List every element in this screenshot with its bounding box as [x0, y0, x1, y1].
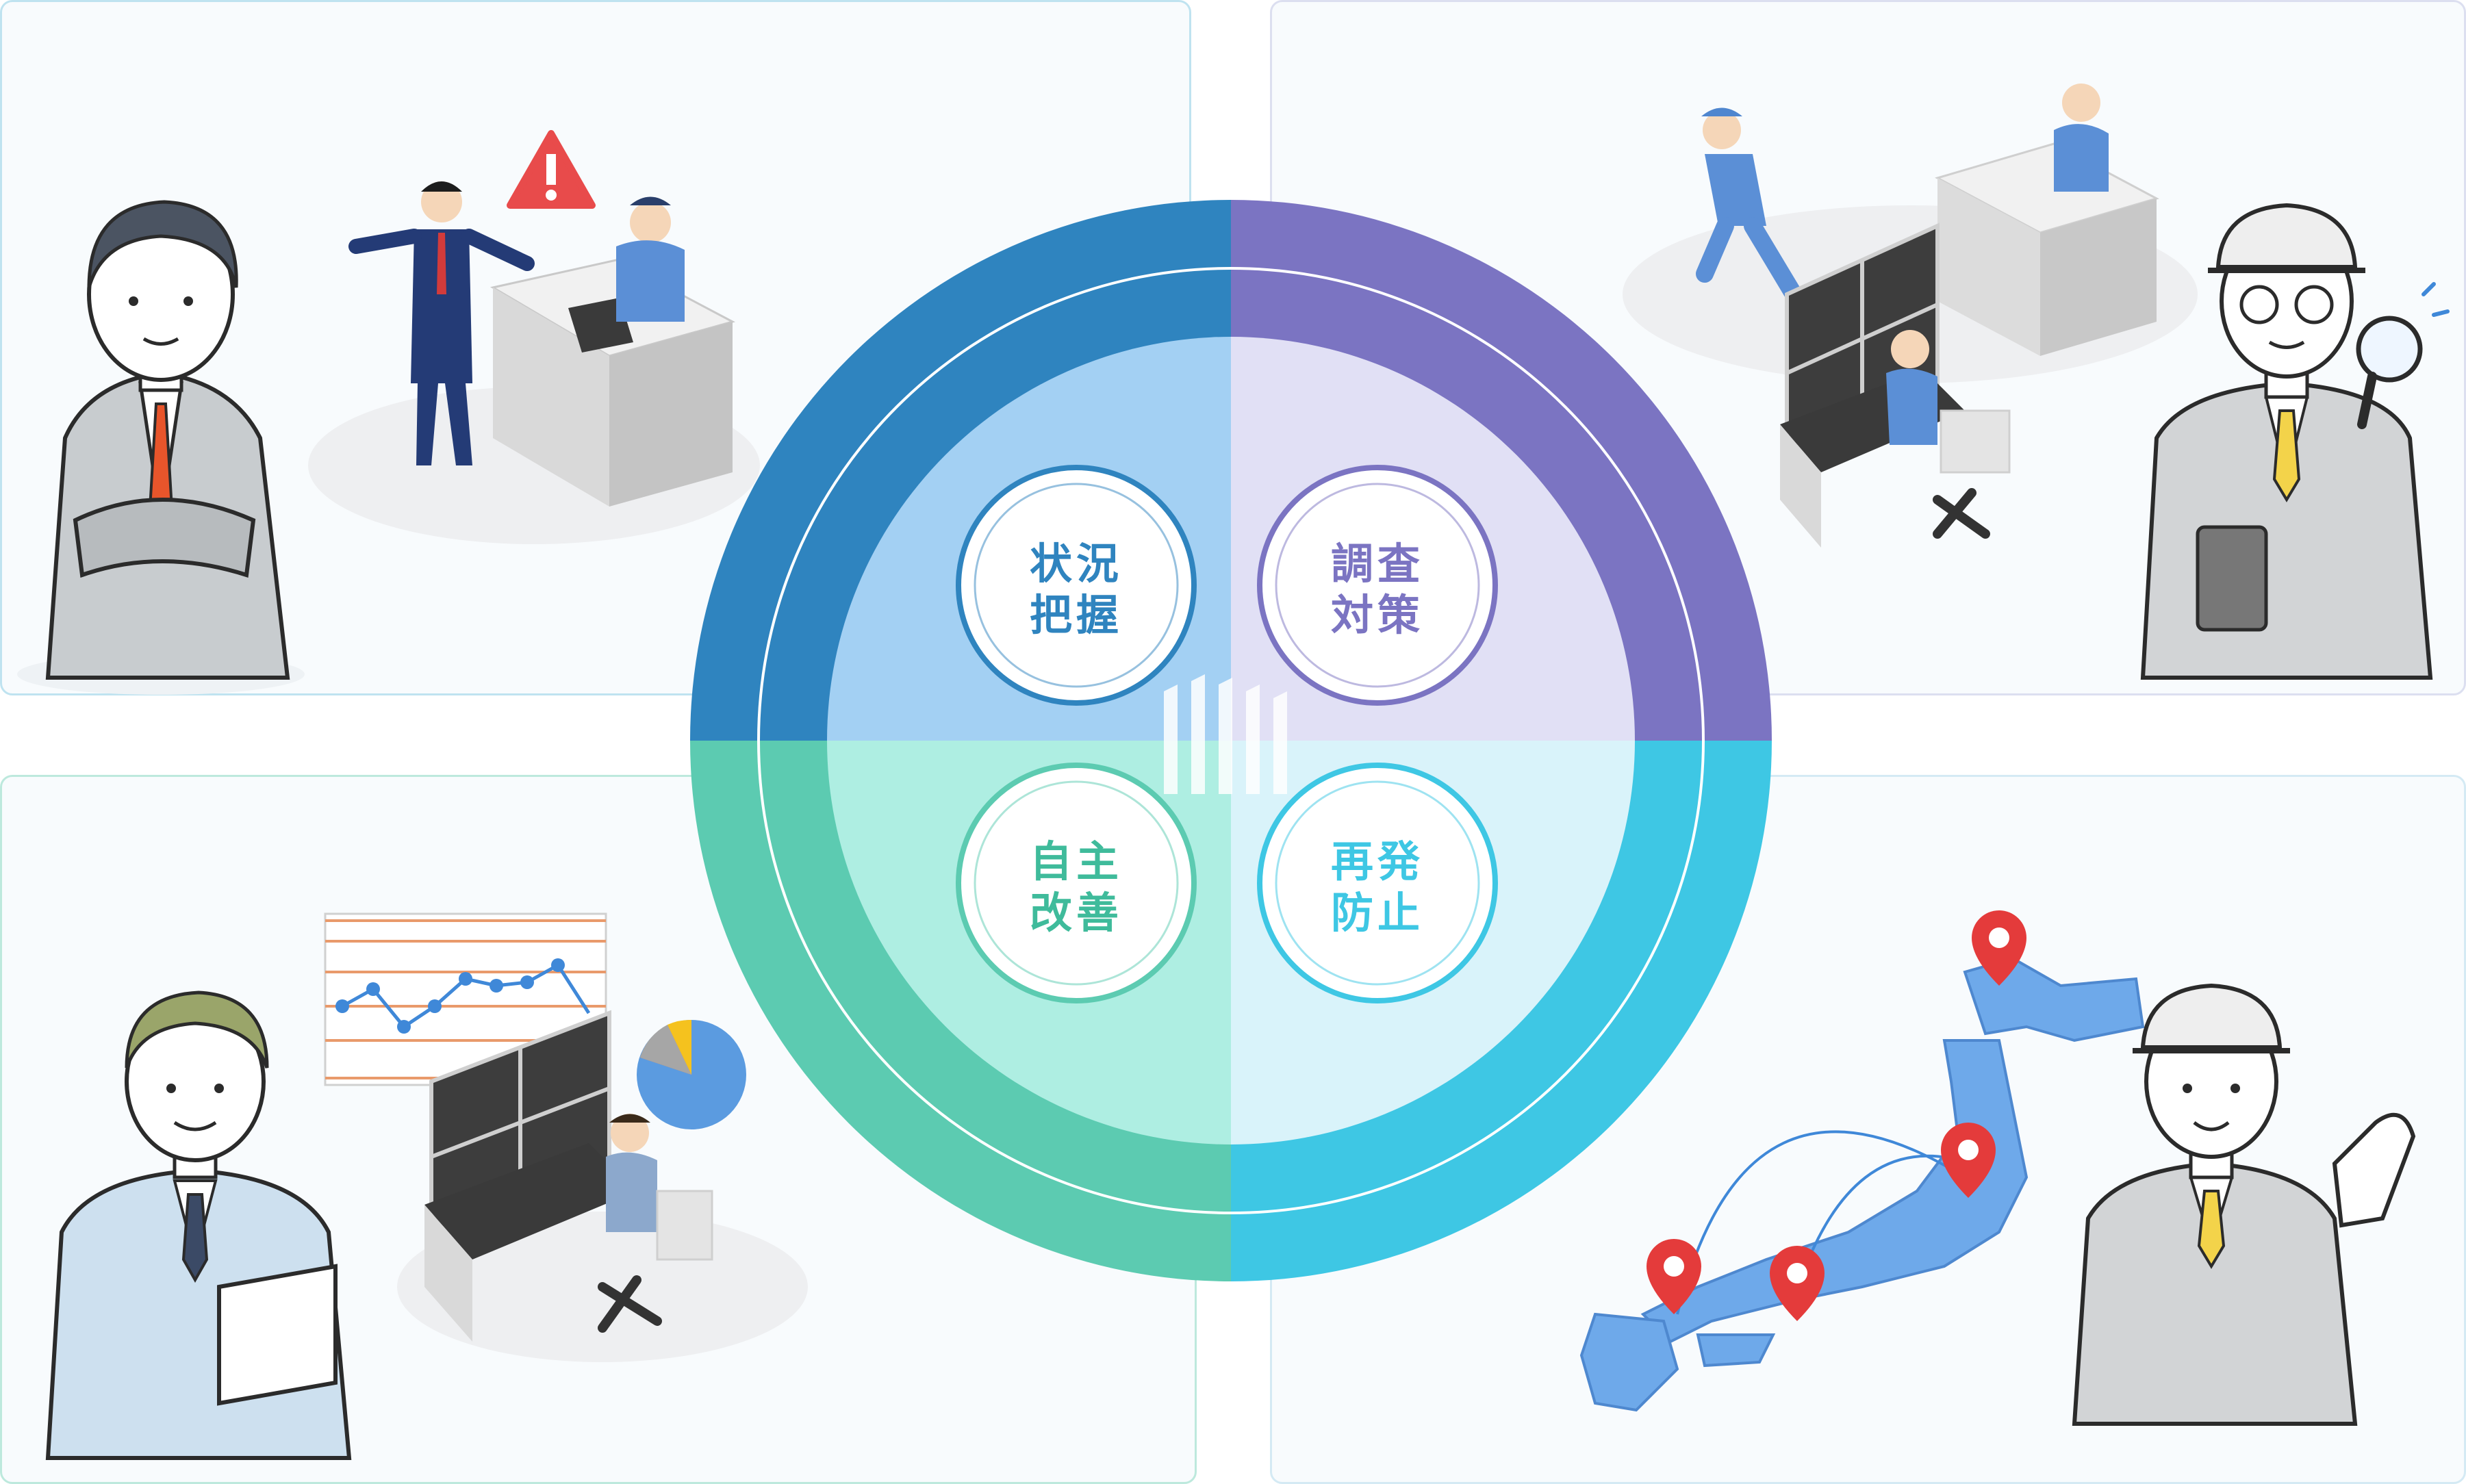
map-pin-icon — [1972, 910, 2026, 986]
stage-improvement[interactable]: 自主 改善 — [956, 763, 1197, 1003]
center-logo — [1164, 674, 1287, 794]
map-pin-icon — [1770, 1246, 1825, 1321]
stage-investigation-line1: 調査 — [1331, 539, 1424, 589]
illustration-pie-chart — [637, 1019, 746, 1129]
illustration-engineer-with-tablet — [45, 990, 352, 1460]
illustration-office-desk-scene — [308, 130, 760, 544]
stage-prevention-line2: 防止 — [1331, 888, 1424, 938]
warning-triangle-icon — [507, 130, 596, 209]
map-pin-icon — [1647, 1239, 1701, 1314]
illustration-japan-map — [1579, 910, 2145, 1412]
illustration-inspector-with-magnifier — [2140, 203, 2450, 680]
map-pin-icon — [1941, 1123, 1996, 1198]
stage-investigation[interactable]: 調査 対策 — [1257, 465, 1498, 706]
stage-situation-line1: 状況 — [1030, 539, 1123, 589]
illustration-worker-fist-pump — [2072, 983, 2416, 1426]
stage-improvement-line2: 改善 — [1030, 888, 1123, 938]
magnifying-glass-icon — [2356, 282, 2450, 429]
stage-improvement-line1: 自主 — [1030, 836, 1123, 886]
illustration-control-room — [1623, 84, 2198, 548]
ring-separator — [757, 267, 1705, 1214]
stage-prevention-line1: 再発 — [1331, 836, 1424, 886]
stage-prevention[interactable]: 再発 防止 — [1257, 763, 1498, 1003]
stage-situation-line2: 把握 — [1030, 590, 1123, 640]
illustration-monitoring-desk — [397, 1010, 808, 1362]
stage-investigation-line2: 対策 — [1331, 590, 1424, 640]
stage-situation[interactable]: 状況 把握 — [956, 465, 1197, 706]
illustration-manager-arms-crossed — [17, 200, 305, 695]
